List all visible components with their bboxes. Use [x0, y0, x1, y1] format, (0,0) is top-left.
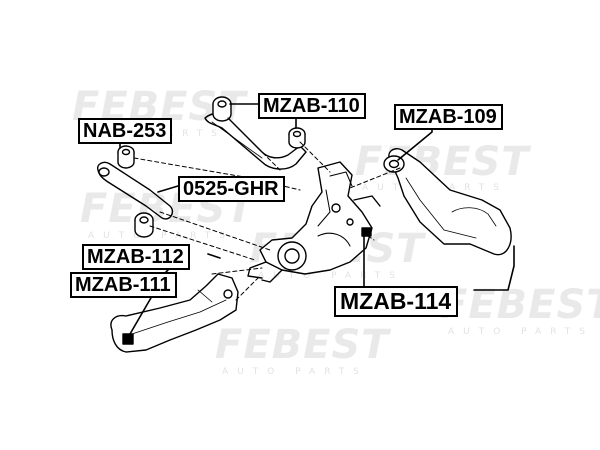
- label-mzab-109: MZAB-109: [394, 104, 503, 130]
- nab-253-bushing: [117, 145, 135, 169]
- watermark-sub-3: AUTO PARTS: [88, 231, 234, 241]
- label-nab-253: NAB-253: [78, 118, 173, 144]
- upper-control-arm: [204, 96, 307, 170]
- label-0525-ghr: 0525-GHR: [178, 176, 285, 202]
- label-mzab-112: MZAB-112: [82, 244, 190, 270]
- lower-control-arm-right: [361, 148, 512, 256]
- label-mzab-114: MZAB-114: [334, 286, 459, 317]
- watermark-brand-6: FEBEST: [215, 322, 391, 368]
- rear-knuckle: [247, 161, 381, 283]
- assembly-guide-lines: [133, 117, 401, 301]
- watermark-sub-6: AUTO PARTS: [222, 367, 368, 377]
- watermark-brand-5: FEBEST: [440, 282, 600, 328]
- label-mzab-111: MZAB-111: [70, 272, 177, 298]
- lateral-link-arm: [97, 161, 174, 238]
- watermark-sub-4: AUTO PARTS: [258, 271, 404, 281]
- label-mzab-110: MZAB-110: [258, 93, 366, 119]
- watermark-sub-5: AUTO PARTS: [448, 327, 594, 337]
- lower-control-arm-left: [110, 273, 239, 353]
- watermark-brand-2: FEBEST: [355, 139, 531, 185]
